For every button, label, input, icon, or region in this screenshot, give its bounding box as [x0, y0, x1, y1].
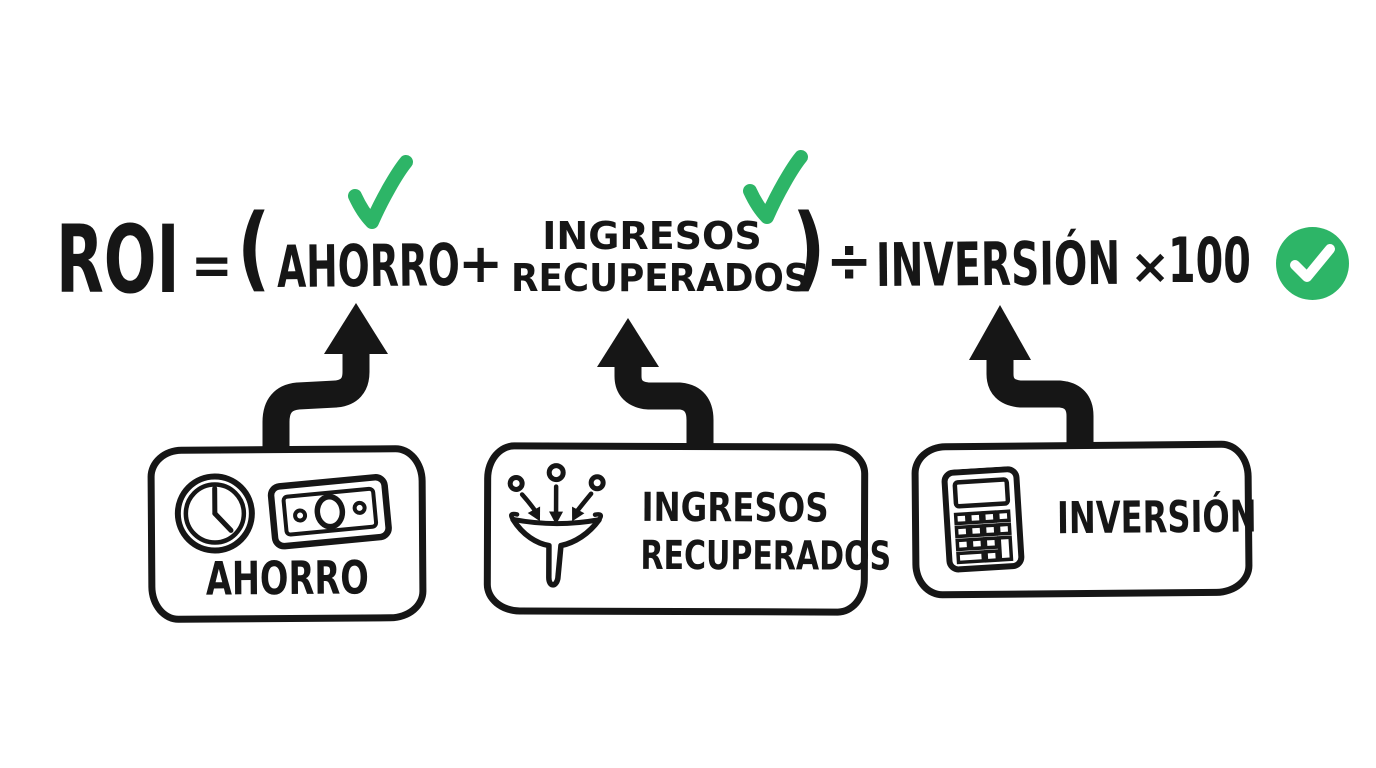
close-paren: ) — [792, 195, 826, 302]
open-paren: ( — [237, 195, 271, 302]
ingresos-recuperados-box: INGRESOS RECUPERADOS — [483, 442, 892, 616]
ingresos-box-label-line1: INGRESOS — [641, 484, 829, 532]
banknote-icon — [266, 469, 394, 554]
plus-sign: + — [458, 232, 504, 295]
multiply-sign: × — [1130, 239, 1171, 295]
inversion-term: INVERSIÓN — [875, 228, 1121, 301]
funnel-icon — [505, 459, 607, 593]
ingresos-box-label-line2: RECUPERADOS — [640, 532, 892, 580]
ingresos-recuperados-term: INGRESOS RECUPERADOS — [502, 214, 810, 300]
check-icon — [342, 151, 416, 235]
ingresos-term-line1: INGRESOS — [542, 214, 762, 258]
arrow-inversion — [969, 305, 1094, 448]
ingresos-box-label: INGRESOS RECUPERADOS — [609, 484, 892, 581]
ahorro-box: AHORRO — [147, 445, 427, 623]
calculator-icon — [940, 466, 1026, 575]
arrow-ingresos — [597, 318, 714, 450]
check-icon — [737, 146, 811, 230]
ahorro-box-label: AHORRO — [205, 550, 369, 606]
ahorro-term: AHORRO — [276, 231, 461, 301]
inversion-box: INVERSIÓN — [911, 440, 1257, 599]
inversion-box-label: INVERSIÓN — [1056, 491, 1257, 545]
roi-label: ROI — [56, 206, 180, 315]
equals-sign: = — [191, 234, 233, 297]
clock-icon — [173, 471, 258, 556]
factor-100: 100 — [1168, 224, 1251, 297]
divide-sign: ÷ — [826, 226, 873, 296]
check-circle-icon — [1276, 227, 1349, 300]
ingresos-term-line2: RECUPERADOS — [511, 256, 810, 300]
arrow-ahorro — [262, 303, 388, 452]
